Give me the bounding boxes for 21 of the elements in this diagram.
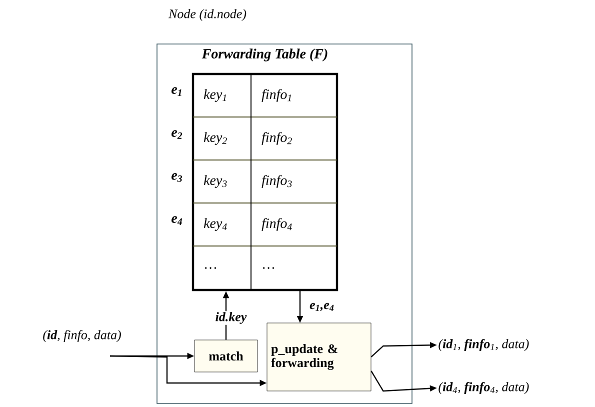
input-text: (id, finfo, data) bbox=[43, 330, 121, 342]
output-text: (id$_{1}$, finfo$_{1}$, data) bbox=[438, 339, 529, 351]
edge-label: id.key bbox=[214, 311, 248, 325]
forwarding-table bbox=[192, 72, 338, 292]
table-title: Forwarding Table (F) bbox=[202, 48, 328, 62]
table-cell: … bbox=[263, 267, 274, 269]
table-cell: finfo$_{3}$ bbox=[262, 175, 292, 188]
node-title: Node (id.node) bbox=[168, 9, 246, 21]
table-cell: … bbox=[205, 267, 216, 269]
table-cell: finfo$_{2}$ bbox=[262, 132, 292, 145]
table-cell: finfo$_{4}$ bbox=[262, 218, 292, 231]
process-box: p_update & forwarding bbox=[266, 322, 372, 392]
table-cell: key$_{4}$ bbox=[204, 218, 227, 231]
table-cell: key$_{2}$ bbox=[204, 132, 227, 145]
process-box: match bbox=[194, 340, 258, 372]
table-cell: key$_{3}$ bbox=[204, 175, 227, 188]
node-box bbox=[156, 44, 412, 404]
output-text: (id$_{4}$, finfo$_{4}$, data) bbox=[438, 382, 529, 394]
table-cell: finfo$_{1}$ bbox=[262, 89, 292, 102]
edge-label: e$_{1}$,e$_{4}$ bbox=[308, 302, 336, 312]
table-cell: key$_{1}$ bbox=[204, 89, 226, 102]
